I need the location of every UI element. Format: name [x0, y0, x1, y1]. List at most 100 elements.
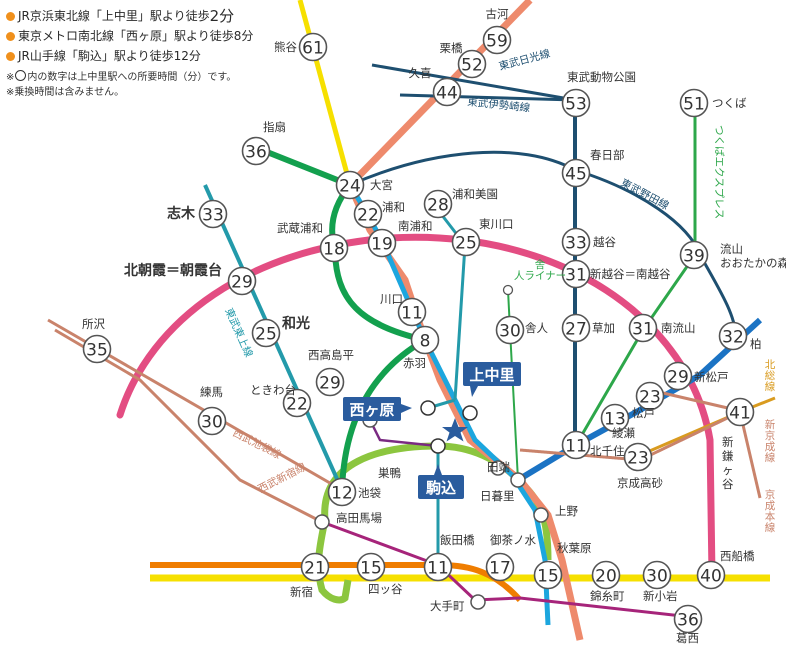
station-kashiwa: 32 [718, 321, 748, 351]
station-name: 四ッ谷 [368, 582, 403, 596]
station-time: 32 [722, 328, 744, 348]
station-name: 西高島平 [308, 348, 354, 362]
station-name: 新越谷＝南越谷 [590, 267, 671, 281]
station-node [470, 594, 486, 610]
station-name: ときわ台 [250, 383, 296, 397]
legend-text: JR京浜東北線「上中里」駅より徒歩 [18, 9, 210, 23]
station-node [561, 227, 591, 257]
kaminakazato-station [462, 405, 478, 421]
station-keiseitakasago: 23 [623, 442, 653, 472]
station-akabane: 8 [410, 325, 440, 355]
station-name: 田端 [487, 460, 510, 474]
station-node [696, 560, 726, 590]
station-name: 指扇 [263, 120, 286, 134]
station-node [561, 158, 591, 188]
station-node [663, 361, 693, 391]
komagome-callout [418, 475, 464, 499]
station-shiki: 33 [198, 199, 228, 229]
station-name: 浦和美園 [452, 187, 498, 201]
legend-time: 12分 [173, 49, 201, 63]
legend-time: 2分 [209, 7, 235, 25]
station-time: 11 [565, 437, 587, 457]
station-time: 33 [565, 234, 587, 254]
station-time: 35 [86, 341, 108, 361]
station-node [198, 199, 228, 229]
station-node [718, 321, 748, 351]
kaminakazato-label: 上中里 [469, 366, 514, 384]
station-minamiurawa: 19 [367, 228, 397, 258]
station-node [725, 397, 755, 427]
station-name: 川口 [380, 292, 403, 306]
station-nerima: 30 [197, 406, 227, 436]
station-otemachi: 大手町 [430, 594, 486, 613]
station-name: 日暮里 [480, 489, 515, 503]
station-time: 29 [319, 374, 341, 394]
station-time: 25 [455, 234, 477, 254]
chuo-rapid-line [150, 562, 523, 602]
station-node [623, 442, 653, 472]
station-urawamisono: 28 [423, 189, 453, 219]
legend-note-2: ※乗換時間は含みません。 [6, 87, 125, 98]
station-time: 11 [427, 559, 449, 579]
kaminakazato-callout [463, 362, 521, 386]
station-node [423, 189, 453, 219]
station-omiya: 24 [335, 170, 365, 200]
station-time: 21 [304, 559, 326, 579]
station-node [451, 227, 481, 257]
station-name: 池袋 [358, 486, 381, 500]
station-node [482, 25, 512, 55]
station-ayase: 13 [600, 403, 630, 433]
station-time: 31 [632, 320, 654, 340]
station-name: 流山おおたかの森 [720, 242, 786, 270]
station-kitaasaka: 29 [227, 266, 257, 296]
station-name: 西船橋 [720, 549, 755, 563]
station-time: 40 [700, 567, 722, 587]
station-time: 22 [357, 206, 379, 226]
station-name: 葛西 [676, 631, 699, 645]
station-node [423, 552, 453, 582]
station-name: 越谷 [593, 235, 616, 249]
station-time: 23 [627, 449, 649, 469]
station-name: 秋葉原 [557, 541, 592, 555]
station-node [561, 313, 591, 343]
station-node [533, 560, 563, 590]
station-kuki: 44 [432, 77, 462, 107]
station-time: 30 [201, 413, 223, 433]
station-soka: 27 [561, 313, 591, 343]
destination-star-icon [442, 418, 468, 442]
station-kumagaya: 61 [298, 32, 328, 62]
station-nishifunabashi: 40 [696, 560, 726, 590]
station-time: 18 [323, 240, 345, 260]
station-node [241, 136, 271, 166]
station-time: 30 [499, 322, 521, 342]
station-node [282, 388, 312, 418]
station-name: 栗橋 [440, 41, 463, 55]
legend-text: 東京メトロ南北線「西ヶ原」駅より徒歩 [18, 29, 234, 43]
station-time: 12 [331, 484, 353, 504]
komagome-station [430, 438, 446, 454]
station-time: 29 [667, 368, 689, 388]
station-name: 武蔵浦和 [277, 221, 323, 235]
station-iidabashi: 11 [423, 552, 453, 582]
circle-icon [15, 70, 27, 81]
station-name: 東武動物公園 [567, 70, 636, 84]
station-time: 22 [286, 395, 308, 415]
station-name: 和光 [282, 315, 310, 332]
station-musashiurawa: 18 [319, 233, 349, 263]
station-node [533, 507, 549, 523]
station-time: 36 [245, 143, 267, 163]
note-text: 内の数字は上中里駅への所要時間（分）です。 [27, 72, 237, 83]
station-node [561, 88, 591, 118]
station-time: 52 [461, 56, 483, 76]
tobu-nikko-line [371, 63, 576, 102]
station-time: 61 [302, 39, 324, 59]
line-label-tsukuba: つくばエクスプレス [713, 125, 725, 219]
station-kasukabe: 45 [561, 158, 591, 188]
station-node [679, 88, 709, 118]
station-time: 29 [231, 273, 253, 293]
station-time: 19 [371, 235, 393, 255]
station-node [410, 325, 440, 355]
station-time: 33 [202, 206, 224, 226]
legend-dot-icon [6, 51, 15, 61]
